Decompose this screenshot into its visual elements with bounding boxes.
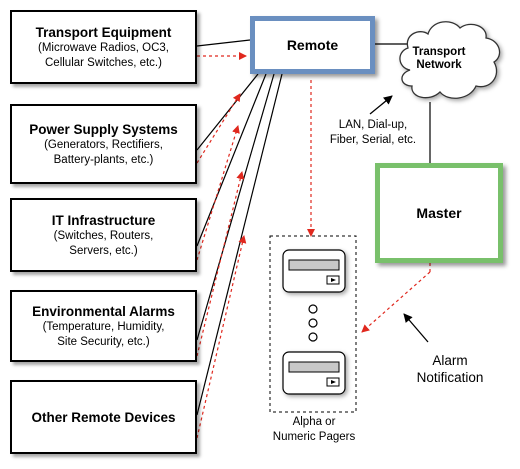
alarm-arrow-it <box>196 125 240 261</box>
pager-ellipsis <box>308 304 318 342</box>
device-title: Power Supply Systems <box>29 122 178 137</box>
device-box-it-infrastructure: IT Infrastructure (Switches, Routers, Se… <box>10 198 197 272</box>
device-title: IT Infrastructure <box>51 213 156 228</box>
device-subtitle: (Temperature, Humidity, Site Security, e… <box>42 321 165 348</box>
device-box-power-supply: Power Supply Systems (Generators, Rectif… <box>10 104 197 184</box>
network-label: Transport Network <box>412 46 466 71</box>
alarm-arrow-other <box>196 235 247 439</box>
device-subtitle: (Switches, Routers, Servers, etc.) <box>53 230 154 257</box>
device-subtitle: (Microwave Radios, OC3, Cellular Switche… <box>37 42 169 69</box>
alarm-arrow-master-to-pagers-diag <box>361 271 431 333</box>
line-environmental <box>196 73 275 341</box>
device-title: Environmental Alarms <box>32 304 175 319</box>
line-power <box>196 73 259 151</box>
transport-network-cloud <box>399 21 501 99</box>
device-title: Transport Equipment <box>35 25 172 40</box>
device-subtitle: (Generators, Rectifiers, Battery-plants,… <box>44 139 163 166</box>
alarm-arrow-environmental <box>196 171 245 357</box>
alarm-arrow-power <box>196 93 241 164</box>
master-label: Master <box>416 205 462 221</box>
connection-pointer-arrow <box>369 95 393 115</box>
remote-label: Remote <box>286 37 339 53</box>
remote-unit: Remote <box>250 16 375 74</box>
pager-group-frame <box>269 235 357 413</box>
line-other <box>196 73 283 416</box>
alarm-notification-label: Alarm Notification <box>416 353 484 385</box>
device-box-other-remote-devices: Other Remote Devices <box>10 380 197 454</box>
pager-2 <box>282 351 346 395</box>
device-title: Other Remote Devices <box>31 409 176 425</box>
pagers-label: Alpha or Numeric Pagers <box>272 416 356 443</box>
line-it <box>196 73 267 247</box>
device-box-transport-equipment: Transport Equipment (Microwave Radios, O… <box>10 10 197 84</box>
alarm-pointer-arrow <box>403 313 429 343</box>
pager-1 <box>282 249 346 293</box>
line-transport <box>196 39 251 47</box>
alarm-arrows <box>196 52 431 439</box>
master-station: Master <box>375 163 503 263</box>
connection-types-label: LAN, Dial-up, Fiber, Serial, etc. <box>329 119 417 146</box>
device-connection-lines <box>196 39 283 416</box>
device-box-environmental-alarms: Environmental Alarms (Temperature, Humid… <box>10 290 197 362</box>
